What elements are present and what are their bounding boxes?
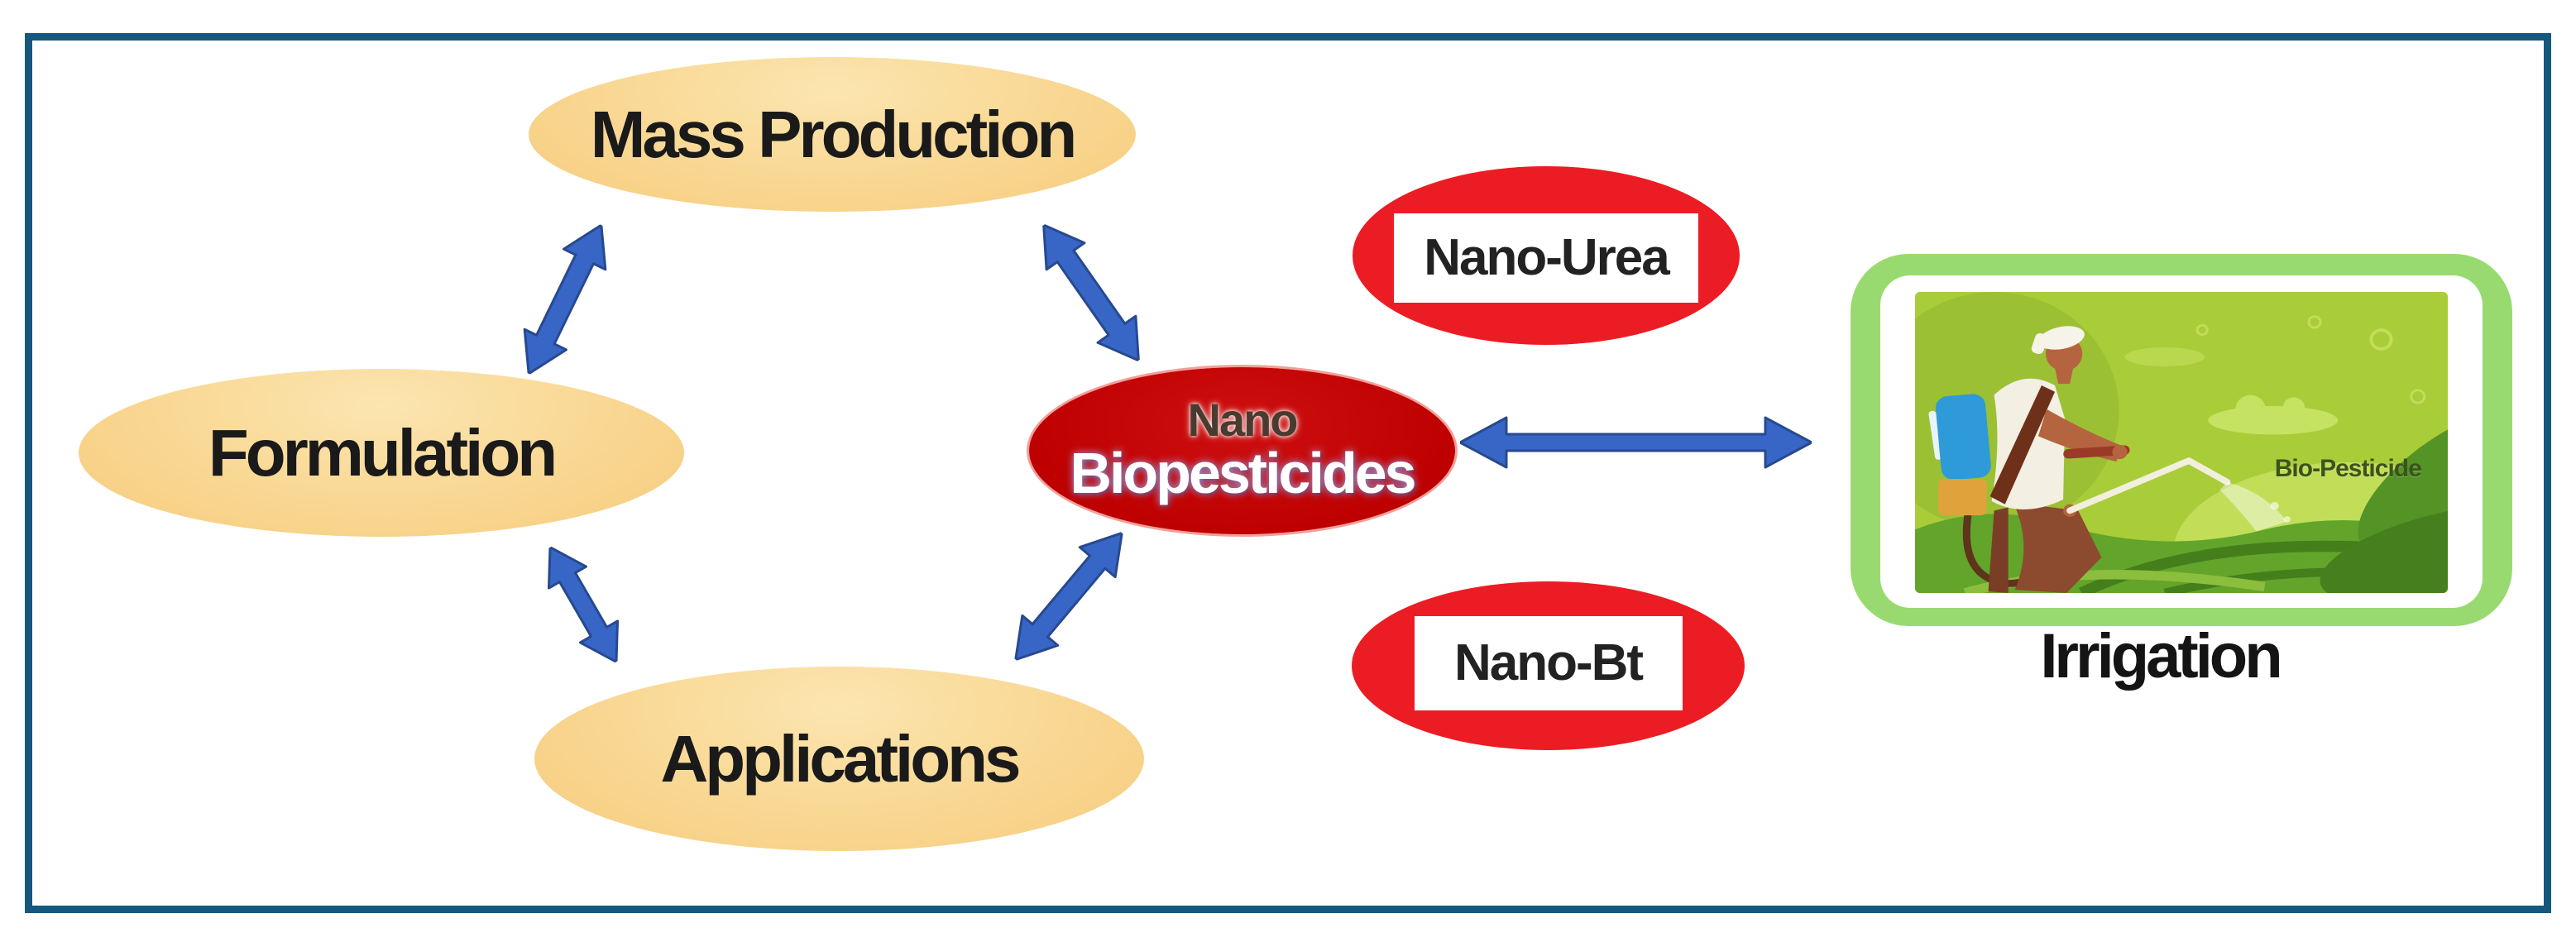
farmer-spraying-illustration: Bio-Pesticide <box>1915 292 2448 593</box>
irrigation-caption: Irrigation <box>2040 621 2282 691</box>
double-arrow-massproduction-nanobiopesticides-icon <box>1042 223 1140 362</box>
irrigation-panel: Bio-Pesticide <box>1851 254 2512 626</box>
bio-pesticide-label: Bio-Pesticide <box>2274 454 2422 482</box>
node-nano-urea: Nano-Urea <box>1353 166 1740 345</box>
node-mass-production: Mass Production <box>529 57 1136 212</box>
double-arrow-massproduction-formulation-icon <box>523 223 607 375</box>
double-arrow-applications-nanobiopesticides-icon <box>1014 531 1123 662</box>
node-formulation: Formulation <box>79 369 684 537</box>
node-nano-urea-label: Nano-Urea <box>1424 229 1670 286</box>
node-formulation-label: Formulation <box>208 415 558 490</box>
double-arrow-formulation-applications-icon <box>547 546 620 663</box>
node-mass-production-label: Mass Production <box>590 97 1078 171</box>
double-arrow-nanobiopesticides-irrigation-icon <box>1460 416 1812 469</box>
node-nano-urea-box: Nano-Urea <box>1394 213 1698 303</box>
node-nano-bt: Nano-Bt <box>1352 581 1745 750</box>
node-nano-biopesticides-line2: Biopesticides <box>1070 441 1416 506</box>
irrigation-panel-mat: Bio-Pesticide <box>1880 275 2483 608</box>
diagram-frame: Mass Production Formulation Applications… <box>25 33 2551 913</box>
farmer-spraying-scene-icon <box>1915 292 2448 593</box>
node-nano-biopesticides-line1: Nano <box>1187 394 1299 447</box>
node-applications-label: Applications <box>660 721 1021 796</box>
node-applications: Applications <box>534 667 1144 851</box>
node-nano-bt-box: Nano-Bt <box>1414 616 1683 710</box>
node-nano-bt-label: Nano-Bt <box>1453 634 1644 691</box>
node-nano-biopesticides: Nano Biopesticides <box>1029 367 1455 534</box>
